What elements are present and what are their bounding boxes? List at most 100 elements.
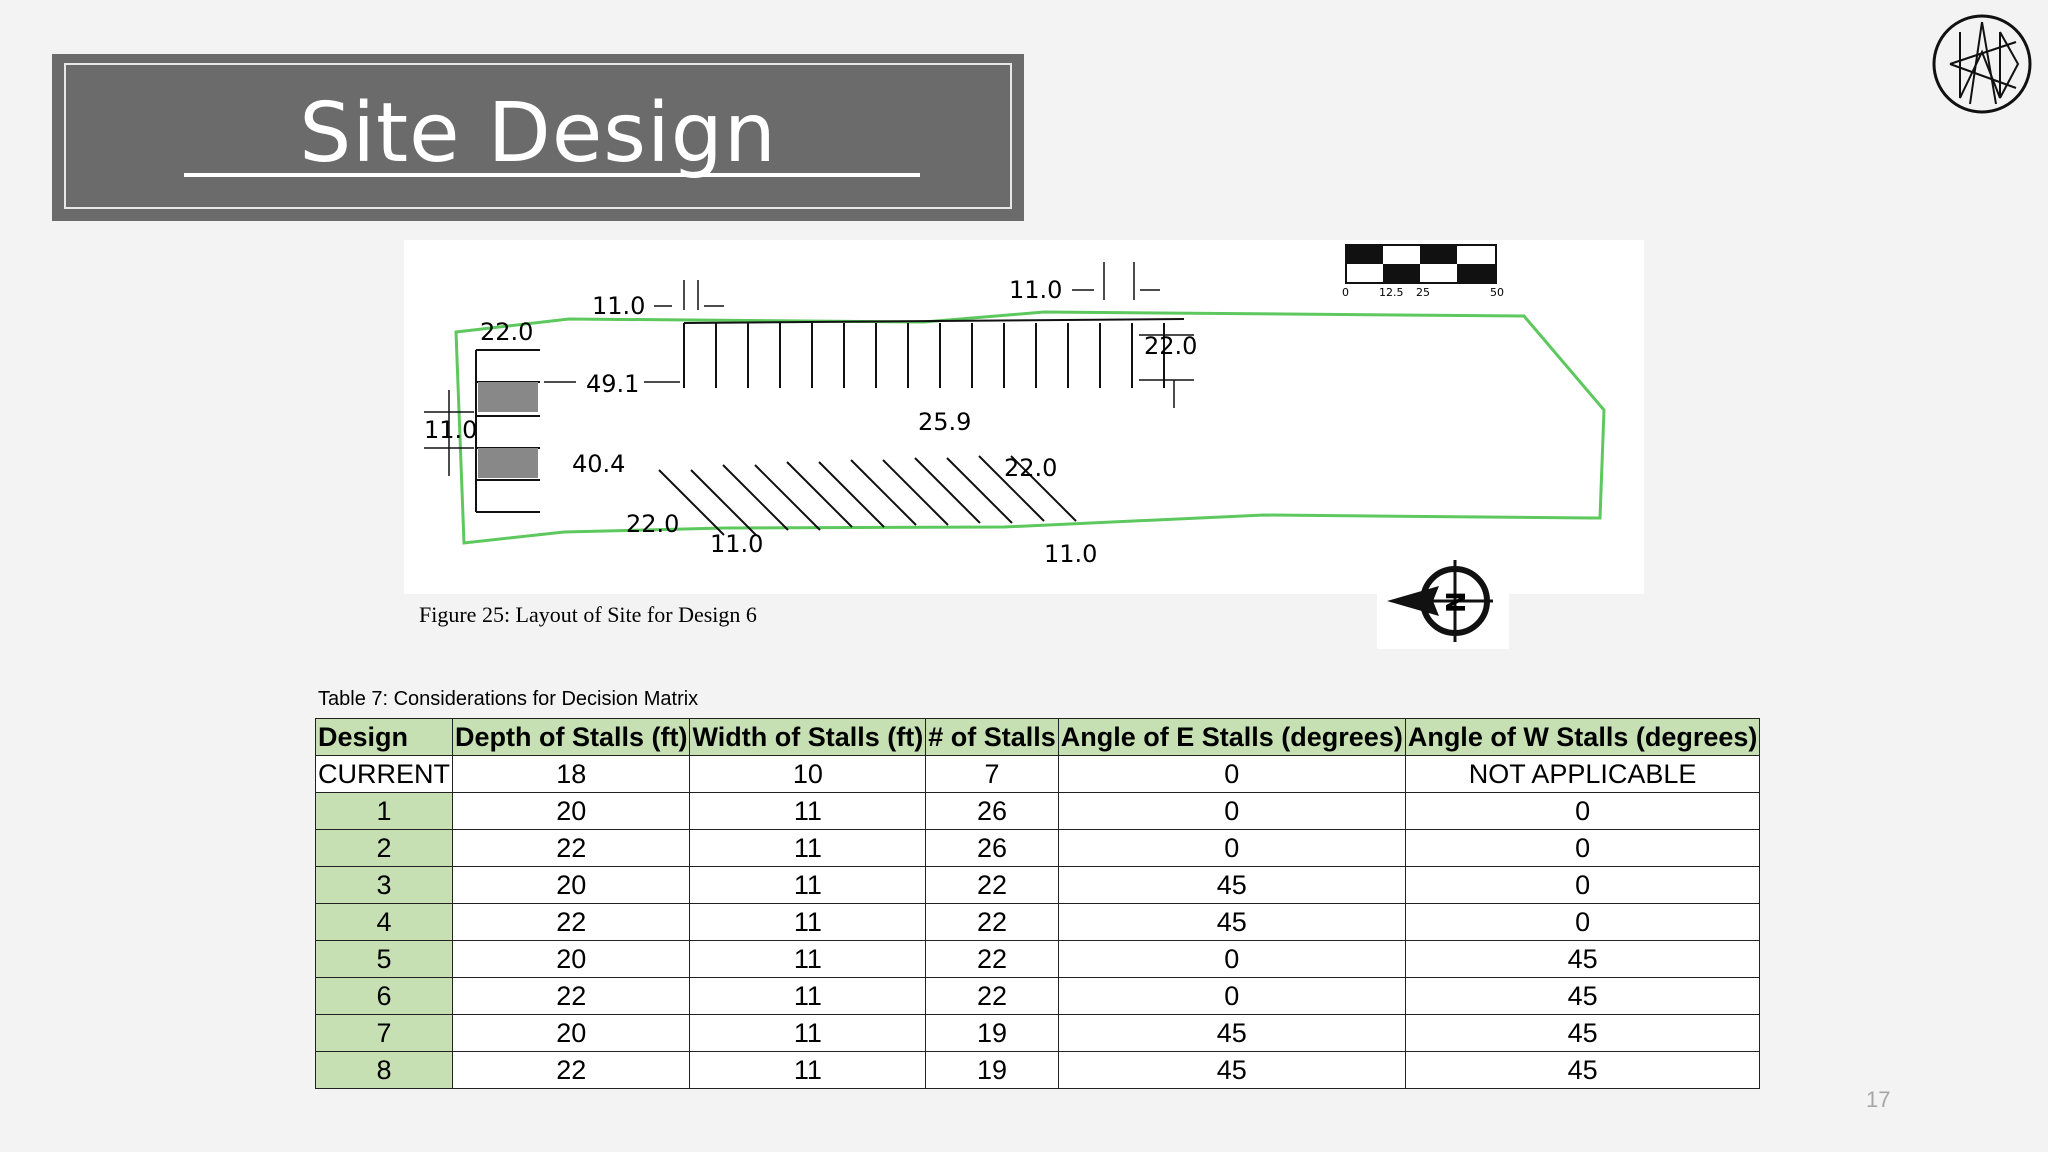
table-cell: 45 <box>1057 1051 1406 1089</box>
table-cell: 0 <box>1057 829 1406 867</box>
hatched-stall-2 <box>478 448 538 478</box>
table-cell: 18 <box>451 755 691 793</box>
table-cell: 11 <box>689 829 927 867</box>
table-cell: 5 <box>315 940 453 978</box>
page-title: Site Design <box>299 86 777 181</box>
column-header: Depth of Stalls (ft) <box>451 718 691 756</box>
table-cell: 19 <box>925 1051 1059 1089</box>
west-stalls <box>475 349 540 513</box>
table-cell: 8 <box>315 1051 453 1089</box>
table-cell: 0 <box>1057 792 1406 830</box>
table-cell: 45 <box>1404 940 1761 978</box>
table-cell: 11 <box>689 1014 927 1052</box>
scale-label: 50 <box>1490 286 1504 299</box>
table-cell: 22 <box>451 903 691 941</box>
table-cell: 0 <box>1404 866 1761 904</box>
table-cell: 22 <box>925 977 1059 1015</box>
table-cell: 0 <box>1404 903 1761 941</box>
table-cell: 11 <box>689 1051 927 1089</box>
table-cell: NOT APPLICABLE <box>1404 755 1761 793</box>
table-cell: 11 <box>689 940 927 978</box>
table-cell: 20 <box>451 866 691 904</box>
table-cell: 22 <box>451 977 691 1015</box>
table-cell: 0 <box>1404 792 1761 830</box>
dim-label: 22.0 <box>626 510 679 538</box>
table-cell: 45 <box>1404 1014 1761 1052</box>
table-cell: 26 <box>925 792 1059 830</box>
table-cell: 20 <box>451 792 691 830</box>
table-cell: 22 <box>925 940 1059 978</box>
table-cell: 11 <box>689 792 927 830</box>
table-header-row: Design Depth of Stalls (ft) Width of Sta… <box>315 718 1761 756</box>
logo-icon <box>1932 14 2032 114</box>
scale-label: 0 <box>1342 286 1349 299</box>
dim-label: 11.0 <box>1044 540 1097 568</box>
table-cell: 1 <box>315 792 453 830</box>
dim-label: 11.0 <box>424 416 477 444</box>
table-row: 7 20 11 19 45 45 <box>315 1014 1761 1052</box>
south-angled-stalls <box>658 455 1077 536</box>
table-cell: 7 <box>315 1014 453 1052</box>
dim-label: 22.0 <box>480 318 533 346</box>
dim-label: 11.0 <box>1009 276 1062 304</box>
table-cell: 0 <box>1057 977 1406 1015</box>
column-header: Angle of E Stalls (degrees) <box>1057 718 1406 756</box>
table-row: 5 20 11 22 0 45 <box>315 940 1761 978</box>
title-underline <box>184 173 920 177</box>
table-row: 3 20 11 22 45 0 <box>315 866 1761 904</box>
compass-label: N <box>1442 591 1472 613</box>
page-number: 17 <box>1866 1087 1891 1112</box>
table-row: 8 22 11 19 45 45 <box>315 1051 1761 1089</box>
table-cell: 22 <box>925 866 1059 904</box>
table-cell: 45 <box>1057 866 1406 904</box>
scale-bar: 0 12.5 25 50 <box>1342 244 1504 299</box>
table-cell: 19 <box>925 1014 1059 1052</box>
table-cell: 2 <box>315 829 453 867</box>
table-cell: 7 <box>925 755 1059 793</box>
site-layout-figure: 11.0 11.0 22.0 22.0 49.1 11.0 25.9 40.4 … <box>404 240 1644 594</box>
table-cell: 4 <box>315 903 453 941</box>
dim-label: 11.0 <box>710 530 763 558</box>
scale-label: 12.5 <box>1379 286 1404 299</box>
table-cell: 11 <box>689 903 927 941</box>
table-row: 2 22 11 26 0 0 <box>315 829 1761 867</box>
column-header: Angle of W Stalls (degrees) <box>1404 718 1761 756</box>
table-cell: 45 <box>1404 977 1761 1015</box>
column-header: Width of Stalls (ft) <box>689 718 927 756</box>
table-cell: CURRENT <box>315 755 453 793</box>
dim-label: 40.4 <box>572 450 625 478</box>
table-cell: 22 <box>925 903 1059 941</box>
table-cell: 20 <box>451 940 691 978</box>
table-cell: 11 <box>689 977 927 1015</box>
table-cell: 45 <box>1057 903 1406 941</box>
figure-caption: Figure 25: Layout of Site for Design 6 <box>419 602 757 627</box>
table-cell: 11 <box>689 866 927 904</box>
table-caption: Table 7: Considerations for Decision Mat… <box>318 688 699 710</box>
table-cell: 22 <box>451 1051 691 1089</box>
compass: N <box>1377 554 1509 649</box>
dim-label: 22.0 <box>1144 332 1197 360</box>
decision-matrix-table: Design Depth of Stalls (ft) Width of Sta… <box>315 718 1761 1089</box>
table-cell: 3 <box>315 866 453 904</box>
title-banner: Site Design <box>52 54 1024 221</box>
table-row: CURRENT 18 10 7 0 NOT APPLICABLE <box>315 755 1761 793</box>
table-cell: 45 <box>1404 1051 1761 1089</box>
table-cell: 45 <box>1057 1014 1406 1052</box>
table-cell: 22 <box>451 829 691 867</box>
table-row: 4 22 11 22 45 0 <box>315 903 1761 941</box>
table-cell: 26 <box>925 829 1059 867</box>
table-cell: 10 <box>689 755 927 793</box>
table-row: 6 22 11 22 0 45 <box>315 977 1761 1015</box>
dim-label: 25.9 <box>918 408 971 436</box>
hatched-stall-1 <box>478 382 538 412</box>
site-layout-drawing: 11.0 11.0 22.0 22.0 49.1 11.0 25.9 40.4 … <box>424 244 1606 568</box>
table-cell: 0 <box>1404 829 1761 867</box>
dim-label: 11.0 <box>592 292 645 320</box>
north-stalls <box>683 318 1185 388</box>
column-header: # of Stalls <box>925 718 1059 756</box>
table-cell: 0 <box>1057 755 1406 793</box>
dim-label: 49.1 <box>586 370 639 398</box>
table-cell: 6 <box>315 977 453 1015</box>
title-frame: Site Design <box>64 63 1012 209</box>
dimension-lines <box>424 262 1194 476</box>
